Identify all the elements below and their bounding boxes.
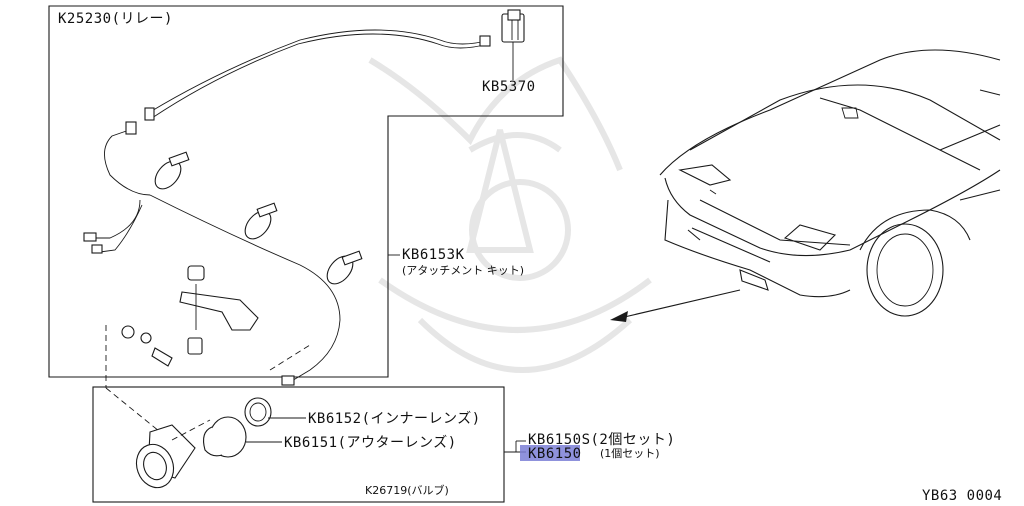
label-kb6152: KB6152(インナーレンズ) — [308, 411, 481, 427]
lower-group-frame — [92, 386, 505, 503]
kb6150-highlight — [520, 445, 580, 461]
upper-group-frame — [48, 5, 564, 378]
diagram-code: YB63 0004 — [922, 488, 1002, 504]
relay-connector — [501, 9, 525, 80]
pointer-arrow — [610, 289, 741, 322]
label-kb6150: KB6150 — [528, 446, 582, 462]
label-kb6153k: KB6153K — [402, 247, 465, 263]
label-kb6150s: KB6150S(2個セット) — [528, 432, 675, 448]
label-relay: K25230(リレー) — [58, 11, 173, 27]
label-bulb: K26719(バルブ) — [365, 483, 449, 497]
watermark-emblem — [368, 56, 652, 373]
label-kb6150-desc: (1個セット) — [600, 447, 660, 460]
car-illustration — [659, 49, 1001, 317]
harness-clamps — [154, 151, 363, 285]
label-kb6153k-desc: (アタッチメント キット) — [402, 264, 524, 277]
label-kb5370: KB5370 — [482, 79, 536, 95]
mounting-bracket — [105, 265, 311, 441]
label-kb6151: KB6151(アウターレンズ) — [284, 435, 457, 451]
wiring-harness — [83, 29, 491, 386]
fog-lamp-assembly — [135, 397, 272, 489]
